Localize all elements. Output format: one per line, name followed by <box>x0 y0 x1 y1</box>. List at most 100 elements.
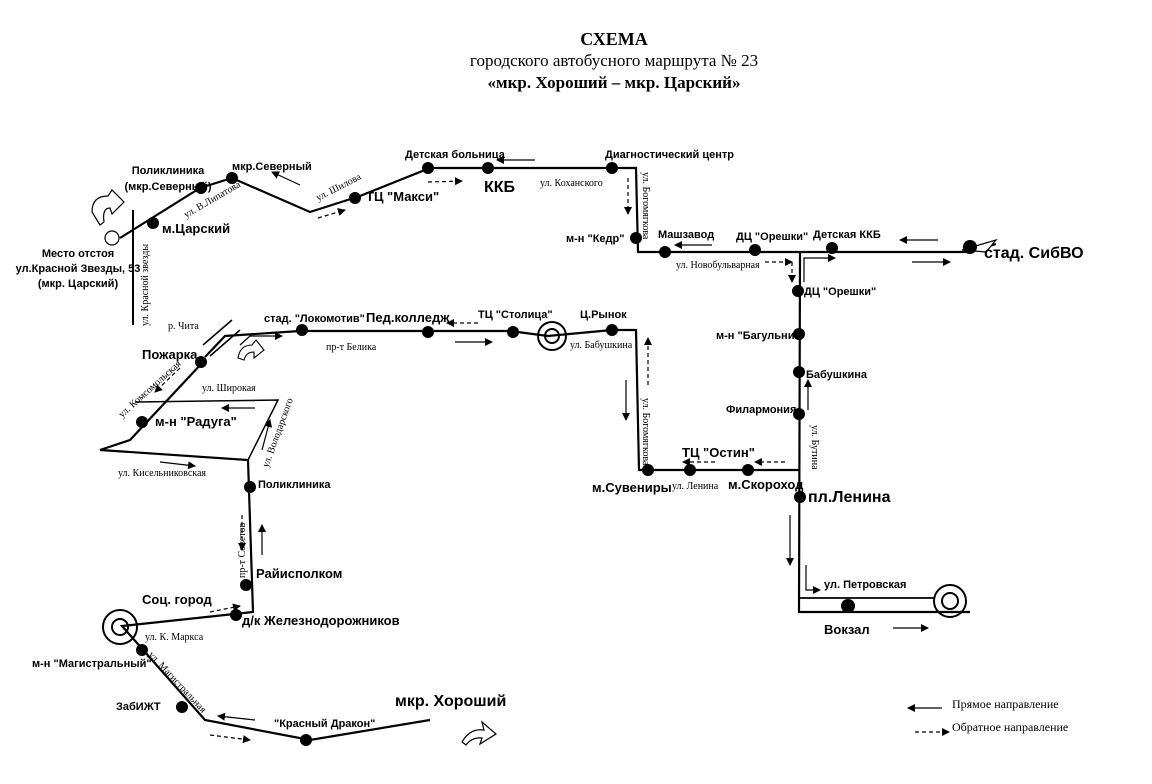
stop-raiispolkom[interactable] <box>240 579 252 591</box>
label-sots-gorod: Соц. город <box>142 592 212 607</box>
stop-red-dragon[interactable] <box>300 734 312 746</box>
stop-tc-maxi[interactable] <box>349 192 361 204</box>
street-bogomyagkova-1: ул. Богомягкова <box>640 172 651 240</box>
street-sovetov: пр-т Советов <box>237 522 248 578</box>
reverse-arrow <box>159 461 196 470</box>
label-mkr-horoshy: мкр. Хороший <box>395 693 506 710</box>
reverse-arrow <box>154 367 181 393</box>
legend: Прямое направление Обратное направление <box>907 697 1068 736</box>
label-pl-lenina: пл.Ленина <box>808 489 891 506</box>
stop-kids-hospital[interactable] <box>422 162 434 174</box>
stop-ts-rynok[interactable] <box>606 324 618 336</box>
stop-ped-college[interactable] <box>422 326 434 338</box>
label-ped-college: Пед.колледж <box>366 310 450 325</box>
stop-polyclinic-south[interactable] <box>244 481 256 493</box>
street-belika: пр-т Белика <box>326 342 377 353</box>
stop-sibvo[interactable] <box>963 240 977 254</box>
street-k-marksa: ул. К. Маркса <box>145 632 204 643</box>
label-filarmonia: Филармония <box>726 404 796 416</box>
stop-kids-kkb[interactable] <box>826 242 838 254</box>
stop-mkr-north[interactable] <box>226 172 238 184</box>
direct-arrow <box>217 712 256 721</box>
label-sibvo: стад. СибВО <box>984 245 1084 262</box>
stop-raduga[interactable] <box>136 416 148 428</box>
street-kohanskogo: ул. Коханского <box>540 178 603 189</box>
stop-magistralny[interactable] <box>136 644 148 656</box>
label-raiispolkom: Райисполком <box>256 566 342 581</box>
label-kedr: м-н "Кедр" <box>566 233 624 245</box>
stop-diagnostic[interactable] <box>606 162 618 174</box>
label-mkr-north: мкр.Северный <box>232 161 312 173</box>
stop-dots <box>136 162 977 746</box>
route-lines <box>99 166 997 742</box>
label-tc-stolitsa: ТЦ "Столица" <box>478 309 553 321</box>
route-name: «мкр. Хороший – мкр. Царский» <box>487 73 741 92</box>
direct-arrow <box>805 565 821 594</box>
u-turn-icon <box>237 339 265 361</box>
stop-lokomotiv[interactable] <box>296 324 308 336</box>
legend-reverse-label: Обратное направление <box>952 720 1068 734</box>
label-diagnostic: Диагностический центр <box>605 149 734 161</box>
label-babushkina: Бабушкина <box>806 369 868 381</box>
stop-ostin[interactable] <box>684 464 696 476</box>
stop-bagulnik[interactable] <box>793 328 805 340</box>
stop-m-tsarsky[interactable] <box>147 217 159 229</box>
stop-polyclinic-north[interactable] <box>195 182 207 194</box>
stop-mashzavod[interactable] <box>659 246 671 258</box>
label-mashzavod: Машзавод <box>658 229 714 241</box>
stop-filarmonia[interactable] <box>793 408 805 420</box>
stop-railworkers[interactable] <box>230 609 242 621</box>
street-r-chita: р. Чита <box>168 321 199 332</box>
label-suveniry: м.Сувениры <box>592 480 672 495</box>
direct-arrow <box>271 171 301 186</box>
label-red-dragon: "Красный Дракон" <box>274 718 375 730</box>
street-lenina: ул. Ленина <box>672 481 719 492</box>
stop-dc-oreshki-2[interactable] <box>792 285 804 297</box>
label-dc-oreshki-1: ДЦ "Орешки" <box>736 231 808 243</box>
street-butina: ул. Бутина <box>809 425 820 470</box>
street-babushkina: ул. Бабушкина <box>570 340 633 351</box>
label-depot-2: ул.Красной Звезды, 53 <box>16 263 141 275</box>
label-lokomotiv: стад. "Локомотив" <box>264 313 365 325</box>
ring-kmarksa-inner <box>111 618 129 636</box>
stop-vokzal[interactable] <box>841 599 855 613</box>
ring-babushkina-outer <box>537 321 567 351</box>
turnarounds <box>91 189 998 746</box>
u-turn-icon <box>91 189 125 226</box>
stop-kedr[interactable] <box>630 232 642 244</box>
ring-babushkina-inner <box>544 328 560 344</box>
label-depot-1: Место отстоя <box>42 248 114 260</box>
street-krasnoy-zvezdy: ул. Красной звезды <box>140 244 151 326</box>
reverse-arrow <box>209 734 251 744</box>
stop-babushkina[interactable] <box>793 366 805 378</box>
reverse-arrow <box>209 603 241 613</box>
label-mkr-north-paren: (мкр.Северный) <box>124 181 211 193</box>
stop-dc-oreshki-1[interactable] <box>749 244 761 256</box>
direct-arrow <box>803 254 836 282</box>
label-polyclinic-south: Поликлиника <box>258 479 331 491</box>
stop-kkb[interactable] <box>482 162 494 174</box>
map-subtitle: городского автобусного маршрута № 23 <box>469 51 759 70</box>
stop-pozharka[interactable] <box>195 356 207 368</box>
label-raduga: м-н "Радуга" <box>155 414 237 429</box>
street-novobulvarnaya: ул. Новобульварная <box>676 260 760 271</box>
street-komsomolskaya: ул. Комсомольская <box>117 358 184 420</box>
direction-arrows <box>154 156 951 744</box>
label-kids-hospital: Детская больница <box>405 149 506 161</box>
stop-skorohod[interactable] <box>742 464 754 476</box>
stop-zabizht[interactable] <box>176 701 188 713</box>
stop-tc-stolitsa[interactable] <box>507 326 519 338</box>
label-depot-3: (мкр. Царский) <box>38 278 119 290</box>
stop-suveniry[interactable] <box>642 464 654 476</box>
u-turn-icon <box>461 720 498 746</box>
street-bogomyagkova-2: ул. Богомягкова <box>640 398 651 466</box>
label-ts-rynok: Ц.Рынок <box>580 309 627 321</box>
street-shirokaya: ул. Широкая <box>202 383 256 394</box>
stop-pl-lenina[interactable] <box>794 491 806 503</box>
direct-arrow <box>261 419 273 451</box>
r-chita-bridge-1 <box>202 319 233 346</box>
ring-kmarksa-outer <box>102 609 138 645</box>
stop-labels: Поликлиника (мкр.Северный) мкр.Северный … <box>16 149 1084 730</box>
label-vokzal: Вокзал <box>824 622 870 637</box>
